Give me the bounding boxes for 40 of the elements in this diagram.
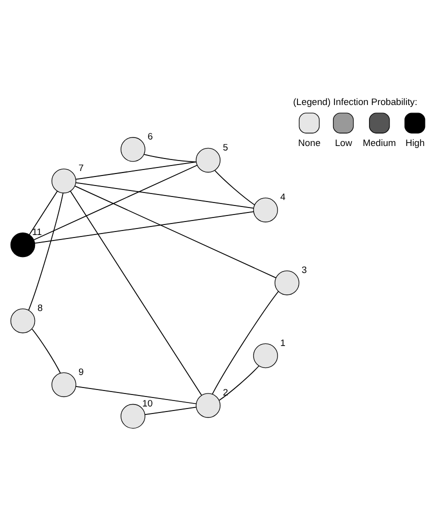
node-label: 7 <box>78 163 84 174</box>
node-label: 9 <box>78 366 84 377</box>
connector <box>70 190 202 396</box>
connector <box>75 182 254 209</box>
node-circle <box>10 308 36 334</box>
legend-label: High <box>405 138 425 148</box>
legend-label: Medium <box>362 138 396 148</box>
label: (Legend) Infection Probability: <box>293 97 418 108</box>
connector <box>32 328 61 374</box>
connector <box>34 211 254 244</box>
node-circle <box>196 148 221 173</box>
node-label: 1 <box>280 338 286 348</box>
node-circle <box>52 168 76 194</box>
legend-label: None <box>298 138 321 148</box>
connector <box>214 170 255 206</box>
connector <box>75 162 197 180</box>
connector <box>28 192 64 311</box>
connector <box>144 406 197 415</box>
connector <box>74 186 276 278</box>
node-label: 4 <box>280 192 286 202</box>
connector <box>218 366 260 401</box>
node-circle <box>253 198 278 222</box>
connector <box>212 291 279 394</box>
node-label: 8 <box>38 302 43 313</box>
node-label: 5 <box>222 142 228 152</box>
node-circle <box>120 137 146 162</box>
node-circle <box>52 372 76 398</box>
node-label: 2 <box>222 388 228 398</box>
node-circle <box>196 393 221 418</box>
node-label: 6 <box>148 132 153 142</box>
connector <box>144 154 196 162</box>
legend-label: Low <box>334 138 352 148</box>
connector <box>75 386 197 404</box>
node-label: 11 <box>32 226 42 237</box>
connector <box>28 190 58 236</box>
connector <box>33 164 198 240</box>
node-circle <box>253 343 278 368</box>
node-label: 10 <box>142 398 153 408</box>
node-label: 3 <box>302 264 307 275</box>
node-circle <box>274 270 300 296</box>
